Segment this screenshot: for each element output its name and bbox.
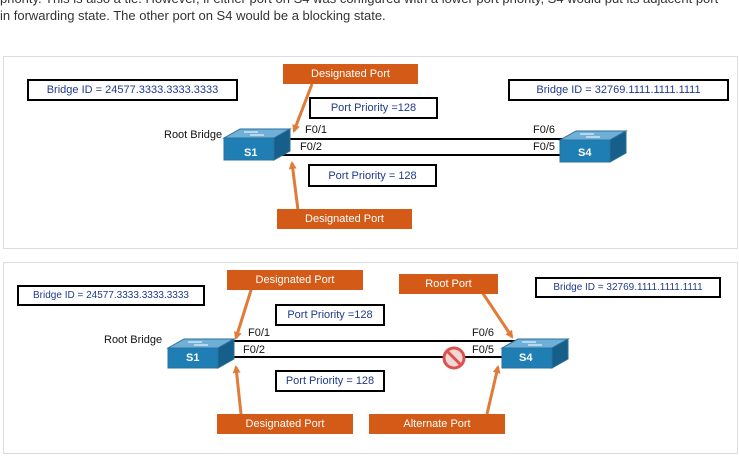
arrow2-designated-bottom: [232, 365, 243, 415]
bridge-id-s1: Bridge ID = 24577.3333.3333.3333: [27, 79, 238, 101]
arrow-designated-bottom: [288, 161, 300, 211]
designated-port2-top-label: Designated Port: [227, 270, 363, 290]
switch-s1-icon: [222, 128, 292, 161]
port2-f05: F0/5: [472, 344, 495, 356]
alternate-port2-label: Alternate Port: [369, 414, 505, 434]
blocked-icon: [442, 346, 466, 370]
port2-f06: F0/6: [472, 327, 495, 339]
port2-f01: F0/1: [248, 327, 271, 339]
switch2-s4-icon: [500, 338, 570, 369]
intro-text: priority. This is also a tie. However, i…: [0, 0, 739, 30]
switch-s4-label: S4: [578, 147, 592, 159]
designated-port-bottom-label: Designated Port: [277, 209, 412, 229]
port-priority-top: Port Priority =128: [309, 97, 438, 119]
intro-line-2: in forwarding state. The other port on S…: [0, 8, 386, 23]
root-bridge-label: Root Bridge: [164, 129, 223, 141]
arrow-designated-top: [292, 83, 314, 133]
arrow2-alternate-port: [485, 365, 501, 415]
designated-port-top-label: Designated Port: [283, 64, 418, 84]
bridge2-id-s4: Bridge ID = 32769.1111.1111.1111: [535, 277, 721, 298]
switch2-s1-label: S1: [186, 352, 200, 364]
bridge2-id-s1: Bridge ID = 24577.3333.3333.3333: [17, 285, 205, 306]
switch-s4-icon: [558, 130, 628, 163]
port-priority2-top: Port Priority =128: [275, 304, 385, 326]
port-f02: F0/2: [300, 141, 323, 153]
port2-f02: F0/2: [243, 344, 266, 356]
port-priority2-bottom: Port Priority = 128: [275, 370, 385, 392]
port-priority-bottom: Port Priority = 128: [308, 164, 437, 187]
designated-port2-bottom-label: Designated Port: [217, 414, 353, 434]
switch-s1-label: S1: [244, 147, 258, 159]
port-f06: F0/6: [533, 124, 556, 136]
root-bridge2-label: Root Bridge: [104, 334, 163, 346]
intro-line-1: priority. This is also a tie. However, i…: [0, 0, 718, 8]
arrow2-designated-top: [233, 286, 254, 340]
port-f05: F0/5: [533, 141, 556, 153]
root-port2-label: Root Port: [399, 274, 498, 294]
port-f01: F0/1: [305, 124, 328, 136]
switch2-s1-icon: [166, 338, 236, 369]
bridge-id-s4: Bridge ID = 32769.1111.1111.1111: [508, 79, 729, 101]
switch2-s4-label: S4: [519, 352, 533, 364]
arrow2-root-port: [480, 291, 514, 339]
